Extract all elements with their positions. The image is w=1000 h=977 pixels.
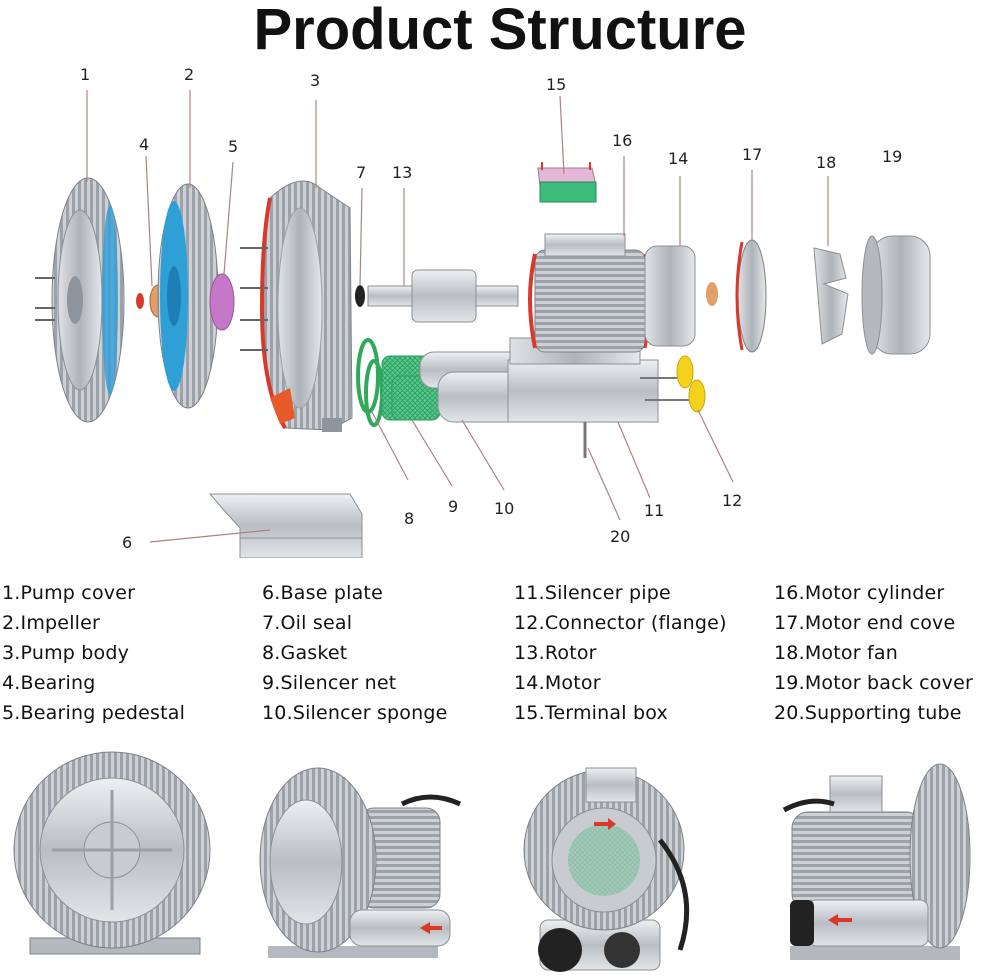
rotor-part bbox=[367, 269, 519, 323]
legend-item: 5.Bearing pedestal bbox=[2, 702, 186, 724]
impeller-part bbox=[157, 183, 219, 409]
callout-14: 14 bbox=[668, 149, 688, 168]
callout-13: 13 bbox=[392, 163, 412, 182]
callout-12: 12 bbox=[722, 491, 742, 510]
callout-6: 6 bbox=[122, 533, 132, 552]
legend-item: 9.Silencer net bbox=[262, 672, 397, 694]
callout-18: 18 bbox=[816, 153, 836, 172]
legend-item: 4.Bearing bbox=[2, 672, 96, 694]
callout-leader-lines bbox=[86, 90, 829, 543]
callout-4: 4 bbox=[139, 135, 149, 154]
pump-cover-part bbox=[35, 177, 125, 423]
oil-seal-part bbox=[355, 285, 365, 307]
bearing-pedestal-part bbox=[209, 273, 235, 331]
callout-1: 1 bbox=[80, 65, 90, 84]
callout-9: 9 bbox=[448, 497, 458, 516]
bearing-seal-part bbox=[136, 293, 144, 309]
legend-item: 19.Motor back cover bbox=[774, 672, 973, 694]
legend-item: 13.Rotor bbox=[514, 642, 597, 664]
motor-back-cover-part bbox=[861, 235, 931, 355]
legend-item: 14.Motor bbox=[514, 672, 601, 694]
product-photo-side bbox=[782, 763, 971, 960]
legend-item: 3.Pump body bbox=[2, 642, 130, 664]
terminal-box-part bbox=[537, 162, 597, 203]
motor-end-cover-part bbox=[706, 239, 767, 353]
legend-item: 8.Gasket bbox=[262, 642, 348, 664]
product-photo-front bbox=[13, 751, 211, 955]
pump-body-part bbox=[240, 180, 353, 432]
silencer-pipe-part bbox=[419, 337, 659, 458]
callout-3: 3 bbox=[310, 71, 320, 90]
legend-item: 12.Connector (flange) bbox=[514, 612, 727, 634]
callout-19: 19 bbox=[882, 147, 902, 166]
motor-fan-part bbox=[813, 247, 849, 345]
legend-item: 10.Silencer sponge bbox=[262, 702, 448, 724]
callout-11: 11 bbox=[644, 501, 664, 520]
legend-column-2: 6.Base plate 7.Oil seal 8.Gasket 9.Silen… bbox=[262, 578, 448, 728]
legend-item: 1.Pump cover bbox=[2, 582, 136, 604]
callout-7: 7 bbox=[356, 163, 366, 182]
callout-17: 17 bbox=[742, 145, 762, 164]
legend-item: 2.Impeller bbox=[2, 612, 101, 634]
gasket-part bbox=[356, 338, 384, 427]
legend-item: 20.Supporting tube bbox=[774, 702, 962, 724]
legend-item: 15.Terminal box bbox=[514, 702, 668, 724]
page-title: Product Structure bbox=[253, 0, 747, 62]
legend-item: 11.Silencer pipe bbox=[514, 582, 671, 604]
legend-item: 18.Motor fan bbox=[774, 642, 898, 664]
legend-item: 7.Oil seal bbox=[262, 612, 353, 634]
motor-part bbox=[528, 233, 696, 353]
product-photo-angled bbox=[259, 767, 462, 958]
legend-column-3: 11.Silencer pipe 12.Connector (flange) 1… bbox=[514, 578, 727, 728]
callout-2: 2 bbox=[184, 65, 194, 84]
product-photos bbox=[13, 751, 971, 972]
base-plate-part bbox=[208, 493, 363, 558]
legend-item: 16.Motor cylinder bbox=[774, 582, 945, 604]
callout-15: 15 bbox=[546, 75, 566, 94]
parts-legend: 1.Pump cover 2.Impeller 3.Pump body 4.Be… bbox=[0, 578, 1000, 738]
legend-item: 6.Base plate bbox=[262, 582, 383, 604]
connector-flange-part bbox=[640, 355, 706, 413]
legend-column-1: 1.Pump cover 2.Impeller 3.Pump body 4.Be… bbox=[2, 578, 185, 728]
callout-8: 8 bbox=[404, 509, 414, 528]
callout-16: 16 bbox=[612, 131, 632, 150]
exploded-view-diagram: 1 2 3 4 5 6 7 8 9 10 11 12 13 14 15 16 1… bbox=[35, 65, 931, 558]
callout-10: 10 bbox=[494, 499, 514, 518]
callout-20: 20 bbox=[610, 527, 630, 546]
legend-column-4: 16.Motor cylinder 17.Motor end cove 18.M… bbox=[774, 578, 973, 728]
legend-item: 17.Motor end cove bbox=[774, 612, 956, 634]
product-photo-rear bbox=[523, 767, 690, 972]
callout-5: 5 bbox=[228, 137, 238, 156]
